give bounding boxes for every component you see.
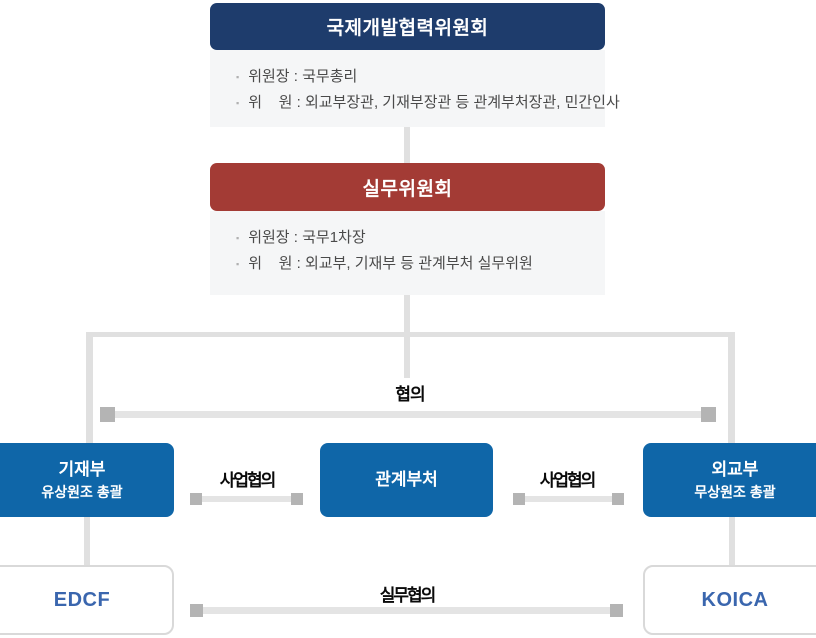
ministry-foreign-subtitle: 무상원조 총괄 [694, 483, 776, 500]
bullet-icon: ▪ [236, 98, 240, 108]
committee-header: 국제개발협력위원회 [210, 3, 605, 50]
project-consultation-right-line [519, 496, 618, 502]
agency-koica-label: KOICA [701, 588, 769, 611]
project-left-cap-b [291, 493, 303, 505]
project-consultation-left-line [196, 496, 297, 502]
committee-info: ▪ 위원장 : 국무총리 ▪ 위 원 : 외교부장관, 기재부장관 등 관계부처… [210, 50, 620, 127]
connector-horizontal-branch [86, 332, 735, 337]
consultation-line-cap-right [701, 407, 716, 422]
committee-members-text: 위 원 : 외교부장관, 기재부장관 등 관계부처장관, 민간인사 [248, 94, 620, 111]
ministry-related-box: 관계부처 [320, 443, 493, 517]
ministry-finance-name: 기재부 [58, 459, 106, 479]
agency-edcf-box: EDCF [0, 565, 174, 635]
connector-leg-left [86, 332, 93, 443]
working-level-cap-right [610, 604, 623, 617]
project-left-cap-a [190, 493, 202, 505]
consultation-line-cap-left [100, 407, 115, 422]
agency-edcf-label: EDCF [53, 588, 111, 611]
ministry-finance-box: 기재부 유상원조 총괄 [0, 443, 174, 517]
consultation-line [108, 411, 708, 418]
ministry-finance-subtitle: 유상원조 총괄 [41, 483, 123, 500]
connector-vertical-top [404, 127, 410, 163]
working-committee-info: ▪ 위원장 : 국무1차장 ▪ 위 원 : 외교부, 기재부 등 관계부처 실무… [210, 211, 605, 295]
bullet-icon: ▪ [236, 72, 240, 82]
working-chair-text: 위원장 : 국무1차장 [248, 229, 366, 246]
working-level-label: 실무협의 [379, 586, 437, 605]
working-members-row: ▪ 위 원 : 외교부, 기재부 등 관계부처 실무위원 [236, 251, 595, 277]
committee-title: 국제개발협력위원회 [326, 18, 489, 39]
working-chair-row: ▪ 위원장 : 국무1차장 [236, 225, 595, 251]
connector-foreign-koica [729, 517, 735, 565]
project-right-cap-b [612, 493, 624, 505]
committee-members-row: ▪ 위 원 : 외교부장관, 기재부장관 등 관계부처장관, 민간인사 [236, 90, 620, 116]
bullet-icon: ▪ [236, 259, 240, 269]
ministry-related-name: 관계부처 [375, 470, 438, 489]
project-consultation-right-label: 사업협의 [539, 471, 597, 490]
connector-leg-right [728, 332, 735, 443]
agency-koica-box: KOICA [643, 565, 816, 635]
consultation-label: 협의 [395, 385, 425, 404]
committee-chair-row: ▪ 위원장 : 국무총리 [236, 64, 595, 90]
bullet-icon: ▪ [236, 233, 240, 243]
ministry-foreign-box: 외교부 무상원조 총괄 [643, 443, 816, 517]
committee-chair-text: 위원장 : 국무총리 [248, 68, 358, 85]
project-right-cap-a [513, 493, 525, 505]
working-members-text: 위 원 : 외교부, 기재부 등 관계부처 실무위원 [248, 255, 533, 272]
project-consultation-left-label: 사업협의 [219, 471, 277, 490]
working-committee-header: 실무위원회 [210, 163, 605, 211]
working-level-line [197, 607, 616, 614]
working-level-cap-left [190, 604, 203, 617]
ministry-foreign-name: 외교부 [711, 459, 759, 479]
working-committee-title: 실무위원회 [362, 178, 453, 200]
connector-finance-edcf [84, 517, 90, 565]
